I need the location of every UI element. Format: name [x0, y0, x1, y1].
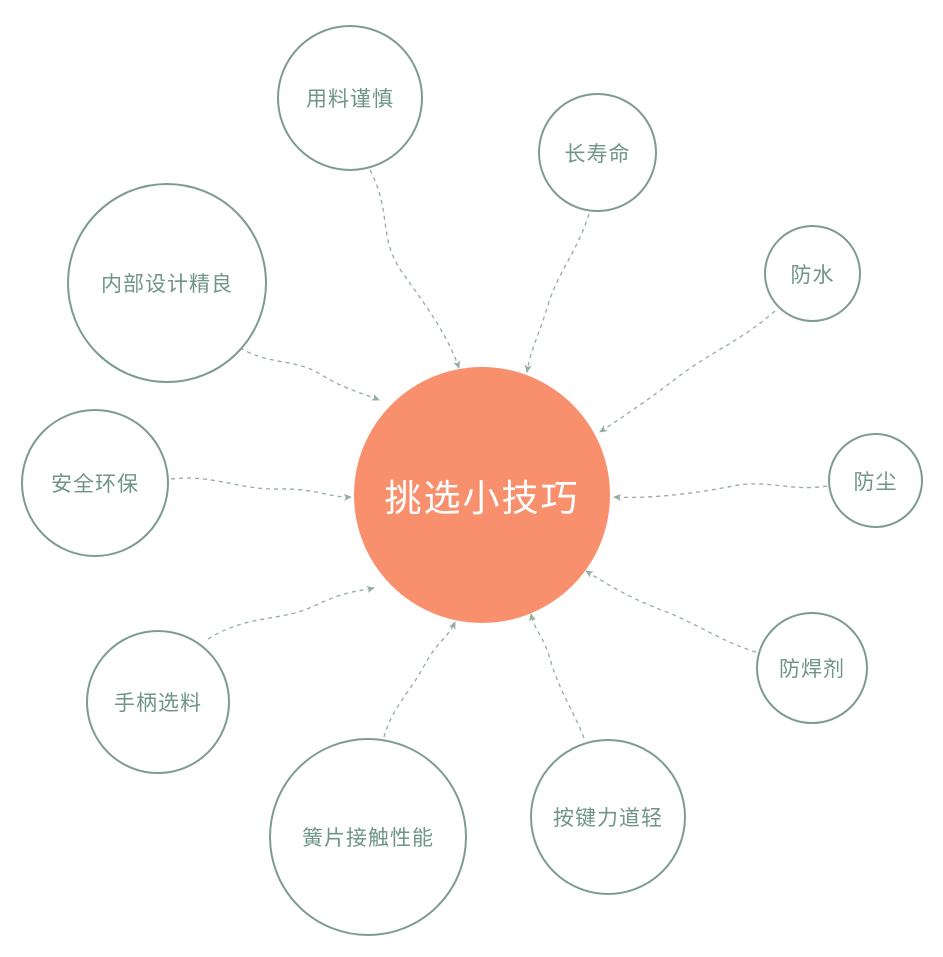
connector-waterproof [599, 310, 776, 433]
mindmap-node-fine-internal-design: 内部设计精良 [67, 183, 267, 383]
connector-dustproof [613, 483, 828, 501]
mindmap-node-anti-flux: 防焊剂 [756, 612, 868, 724]
node-label: 按键力道轻 [553, 807, 663, 830]
node-label: 安全环保 [51, 473, 139, 496]
mindmap-node-dustproof: 防尘 [828, 433, 923, 528]
connector-fine-internal-design [239, 347, 380, 401]
connector-anti-flux [585, 570, 757, 653]
node-label: 长寿命 [564, 142, 631, 166]
center-node-label: 挑选小技巧 [384, 478, 580, 519]
mindmap-node-safe-eco: 安全环保 [21, 409, 169, 557]
connector-material-care [369, 169, 460, 369]
node-label: 防焊剂 [779, 658, 845, 681]
mindmap-center-node: 挑选小技巧 [354, 367, 610, 623]
mindmap-node-long-lifespan: 长寿命 [538, 93, 657, 212]
mindmap-node-light-key-force: 按键力道轻 [530, 739, 686, 895]
connector-light-key-force [529, 613, 585, 739]
node-label: 内部设计精良 [101, 273, 233, 296]
connector-handle-material [207, 586, 375, 640]
node-label: 用料谨慎 [306, 88, 394, 111]
node-label: 防尘 [853, 470, 898, 494]
connector-reed-contact [383, 621, 456, 738]
mindmap-node-reed-contact: 簧片接触性能 [269, 738, 467, 936]
mindmap-node-handle-material: 手柄选料 [86, 630, 230, 774]
node-label: 防水 [790, 263, 835, 287]
mindmap-node-material-care: 用料谨慎 [277, 25, 423, 171]
node-label: 手柄选料 [114, 692, 202, 715]
node-label: 簧片接触性能 [302, 827, 434, 850]
connector-safe-eco [170, 477, 352, 501]
connector-long-lifespan [524, 213, 590, 373]
mindmap-node-waterproof: 防水 [764, 225, 861, 322]
